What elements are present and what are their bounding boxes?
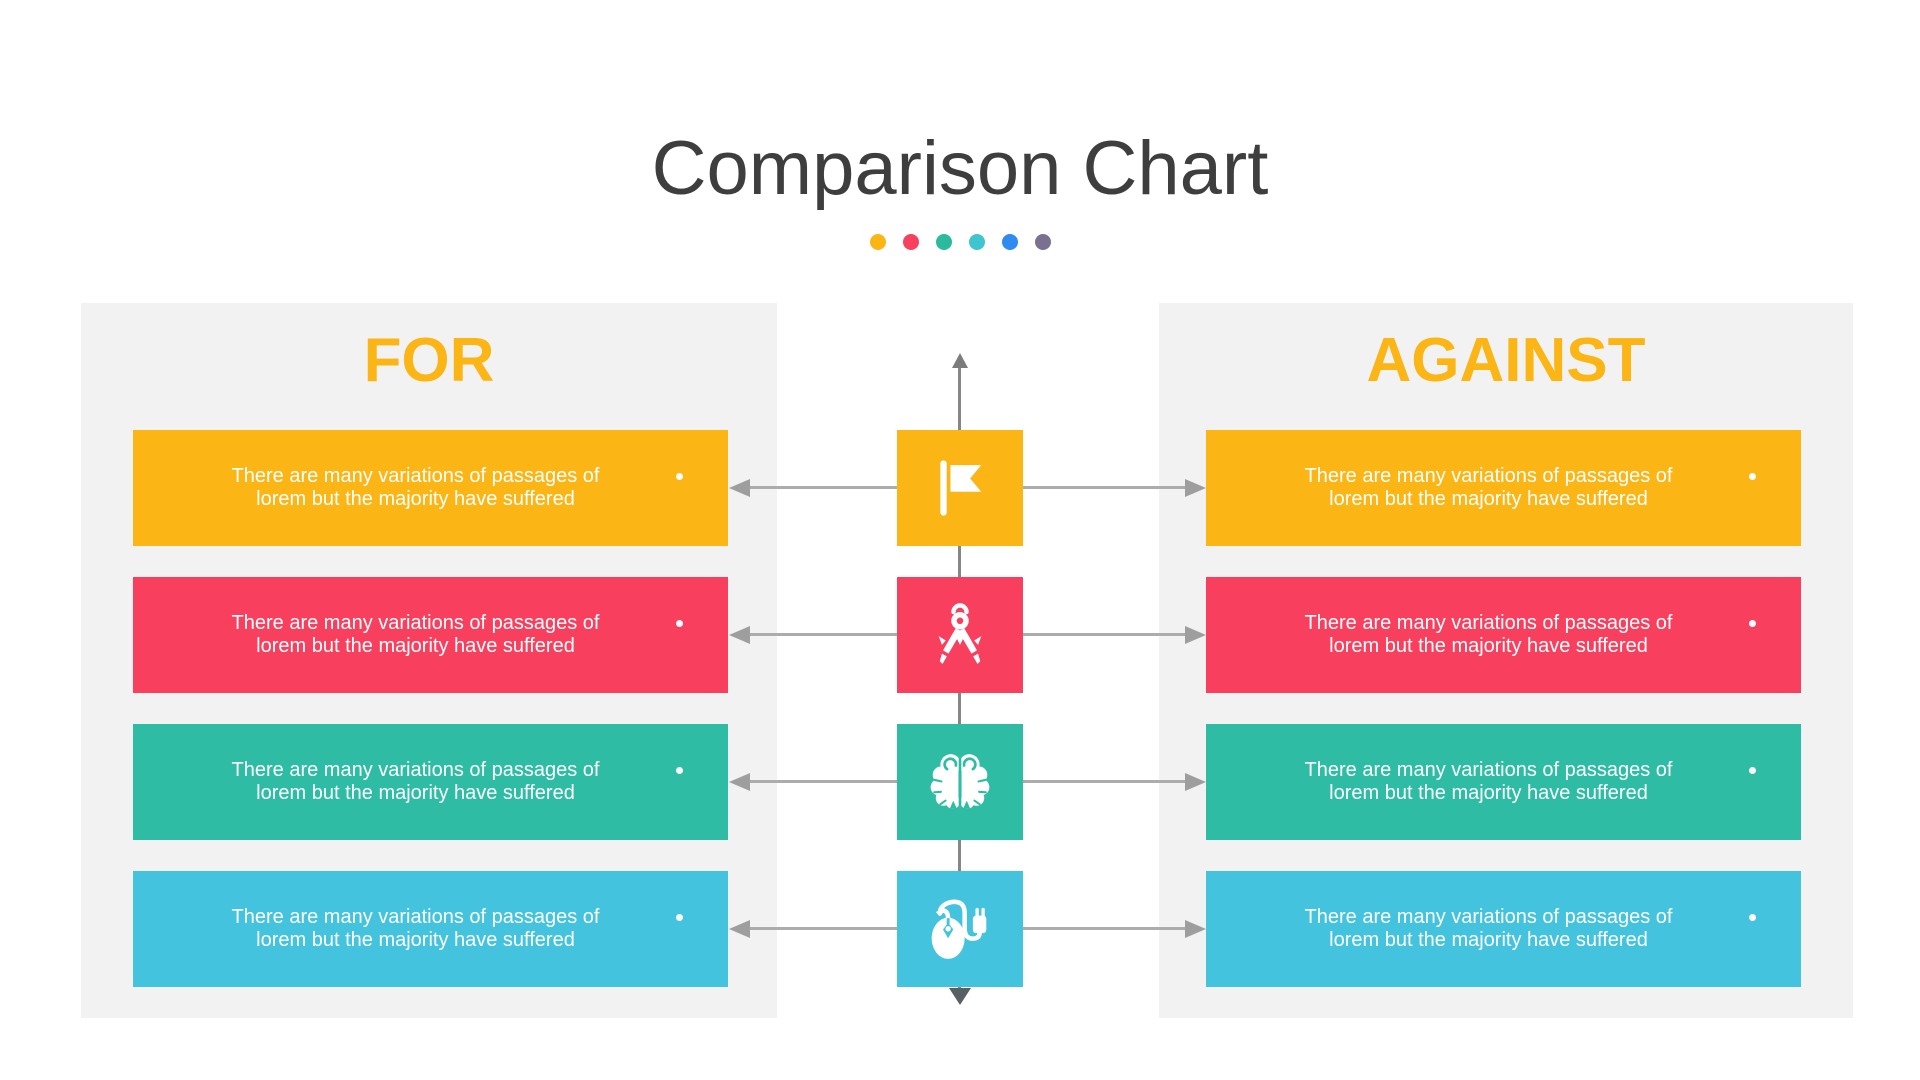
arrow-left-icon <box>729 626 750 644</box>
arrow-up-icon <box>952 353 968 368</box>
brain-icon-box <box>897 724 1023 840</box>
against-card-3: There are many variations of passages of… <box>1206 724 1801 840</box>
arrow-right-icon <box>1185 479 1206 497</box>
for-card-2: There are many variations of passages of… <box>133 577 728 693</box>
bullet-dot <box>1749 767 1756 774</box>
against-heading: AGAINST <box>1366 326 1646 395</box>
card-text: There are many variations of passages of… <box>1304 612 1673 657</box>
bullet-dot <box>676 767 683 774</box>
arrow-right-icon <box>1185 920 1206 938</box>
accent-dot-purple <box>1034 234 1051 250</box>
accent-dots <box>0 234 1920 250</box>
bullet-dot <box>676 620 683 627</box>
connector-line <box>1023 486 1185 489</box>
drafting-compass-icon <box>938 603 982 664</box>
connector-line <box>1023 780 1185 783</box>
for-card-4: There are many variations of passages of… <box>133 871 728 987</box>
brain-icon <box>930 752 991 811</box>
card-text: There are many variations of passages of… <box>1304 759 1673 804</box>
connector-line <box>750 633 897 636</box>
for-heading: FOR <box>363 326 495 395</box>
arrow-left-icon <box>729 479 750 497</box>
bullet-dot <box>676 473 683 480</box>
arrow-right-icon <box>1185 626 1206 644</box>
card-text: There are many variations of passages of… <box>1304 906 1673 951</box>
against-card-2: There are many variations of passages of… <box>1206 577 1801 693</box>
bullet-dot <box>676 914 683 921</box>
connector-line <box>1023 927 1185 930</box>
card-text: There are many variations of passages of… <box>231 906 600 951</box>
card-text: There are many variations of passages of… <box>231 759 600 804</box>
against-card-4: There are many variations of passages of… <box>1206 871 1801 987</box>
drafting-compass-icon-box <box>897 577 1023 693</box>
accent-dot-yellow <box>869 234 886 250</box>
accent-dot-cyan <box>968 234 985 250</box>
connector-line <box>1023 633 1185 636</box>
connector-line <box>750 780 897 783</box>
connector-line <box>750 927 897 930</box>
against-card-1: There are many variations of passages of… <box>1206 430 1801 546</box>
computer-mouse-icon <box>931 899 987 959</box>
connector-line <box>750 486 897 489</box>
computer-mouse-icon-box <box>897 871 1023 987</box>
accent-dot-red <box>902 234 919 250</box>
card-text: There are many variations of passages of… <box>1304 465 1673 510</box>
bullet-dot <box>1749 620 1756 627</box>
page-title: Comparison Chart <box>651 126 1269 211</box>
flag-icon <box>940 460 982 516</box>
accent-dot-blue <box>1001 234 1018 250</box>
flag-icon-box <box>897 430 1023 546</box>
for-card-3: There are many variations of passages of… <box>133 724 728 840</box>
for-card-1: There are many variations of passages of… <box>133 430 728 546</box>
arrow-left-icon <box>729 920 750 938</box>
accent-dot-teal <box>935 234 952 250</box>
bullet-dot <box>1749 473 1756 480</box>
arrow-right-icon <box>1185 773 1206 791</box>
card-text: There are many variations of passages of… <box>231 465 600 510</box>
bullet-dot <box>1749 914 1756 921</box>
arrow-down-icon <box>949 988 971 1005</box>
arrow-left-icon <box>729 773 750 791</box>
card-text: There are many variations of passages of… <box>231 612 600 657</box>
